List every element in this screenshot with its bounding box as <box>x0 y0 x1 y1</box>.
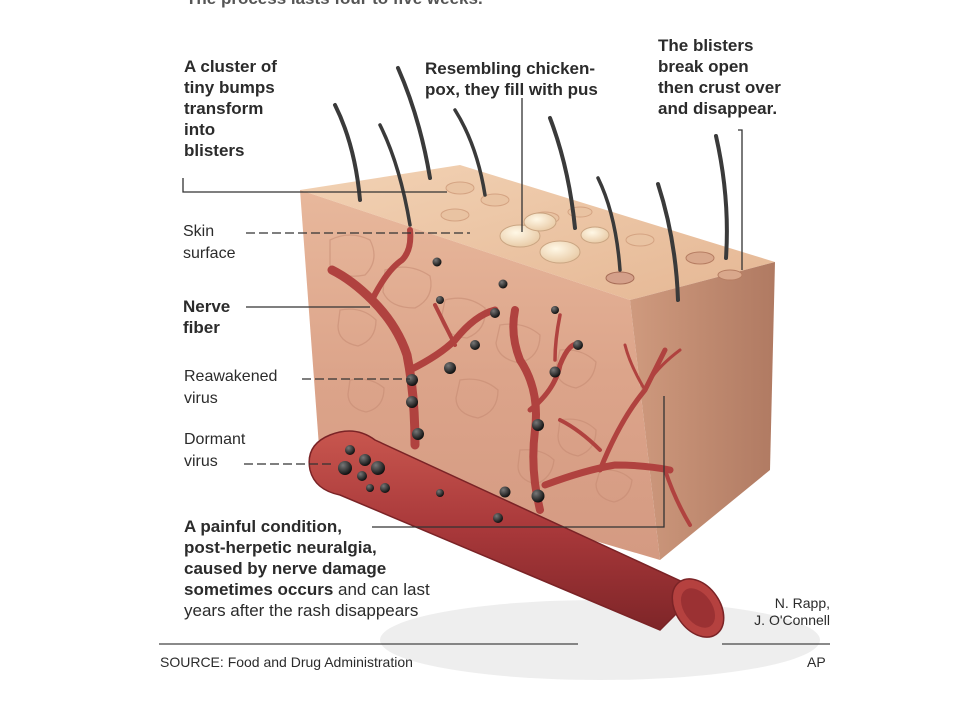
label-cluster: A cluster of tiny bumps transform into b… <box>184 57 277 160</box>
label-painful-condition: A painful condition, post-herpetic neura… <box>184 516 430 621</box>
label-skin-surface: Skin surface <box>183 223 236 262</box>
pus-blisters <box>499 212 610 264</box>
label-nerve-fiber: Nerve fiber <box>183 297 231 337</box>
virus-particles <box>338 257 583 523</box>
top-caption: The process lasts four to five weeks. <box>186 0 483 9</box>
cell-texture <box>329 234 633 503</box>
source-text: Food and Drug Administration <box>227 654 413 670</box>
painful-condition-rest: and can last years after the rash disapp… <box>184 580 430 620</box>
source-line: SOURCE: Food and Drug Administration <box>160 653 413 671</box>
leader-blisters-break <box>738 129 743 270</box>
label-reawakened-virus: Reawakened virus <box>184 368 278 407</box>
painful-condition-bold: A painful condition, post-herpetic neura… <box>184 517 387 599</box>
skin-block-side <box>630 262 775 560</box>
hairs <box>333 66 729 302</box>
leader-lines <box>182 98 743 528</box>
nerve-trunk <box>308 430 702 631</box>
leader-cluster <box>182 178 447 193</box>
label-dormant-virus: Dormant virus <box>184 431 246 470</box>
label-blisters-break: The blisters break open then crust over … <box>658 36 781 118</box>
artist-credit: N. Rapp, J. O'Connell <box>754 595 830 628</box>
label-chickenpox: Resembling chicken- pox, they fill with … <box>425 59 598 99</box>
source-prefix: SOURCE: <box>160 654 224 670</box>
leader-painful <box>372 396 665 528</box>
agency-credit: AP <box>807 654 826 670</box>
